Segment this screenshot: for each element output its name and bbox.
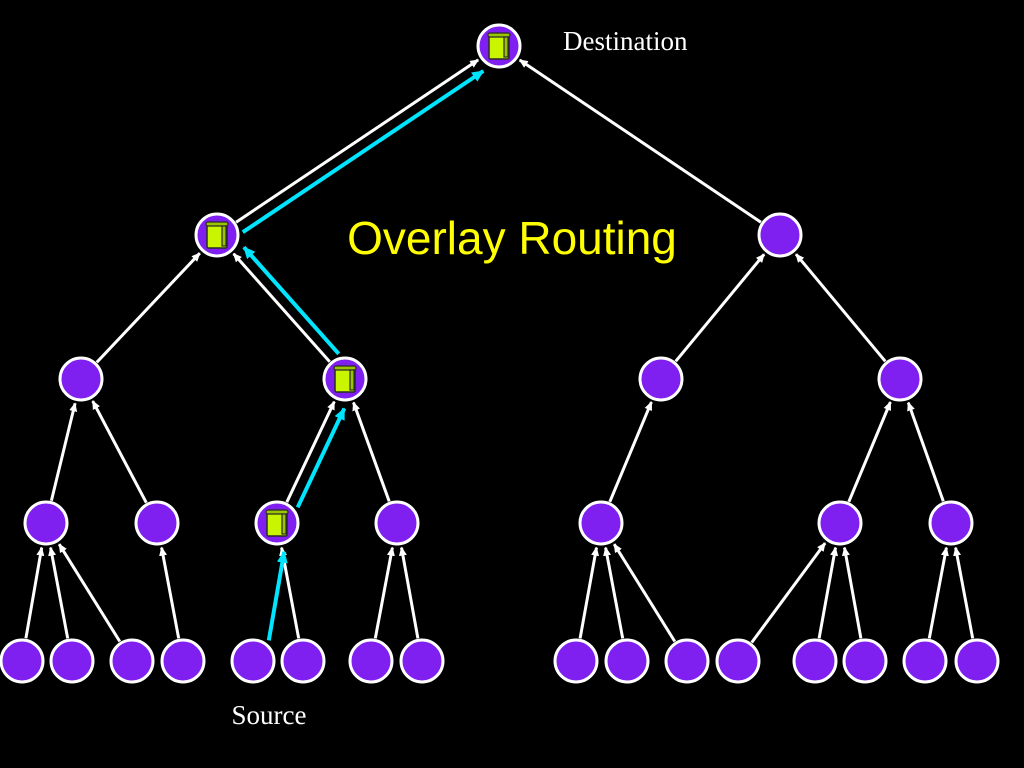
node-circle xyxy=(877,356,923,402)
tree-edge-leaf-11-to-l3-e xyxy=(612,543,677,643)
node-circle xyxy=(817,500,863,546)
node-l3-d xyxy=(374,500,420,546)
node-leaf-8 xyxy=(399,638,445,684)
node-circle xyxy=(49,638,95,684)
node-root xyxy=(476,23,522,69)
tree-edge-l1-left-to-root xyxy=(235,58,480,224)
tree-edge-leaf-14-to-l3-f xyxy=(841,546,863,639)
node-leaf-3 xyxy=(109,638,155,684)
route-hop-1 xyxy=(266,550,288,641)
node-l1-left xyxy=(194,212,240,258)
tree-edge-leaf-9-to-l3-e xyxy=(578,546,600,639)
node-circle xyxy=(757,212,803,258)
node-leaf-2 xyxy=(49,638,95,684)
tree-edge-leaf-15-to-l3-g xyxy=(927,546,949,639)
node-leaf-6 xyxy=(280,638,326,684)
node-circle xyxy=(280,638,326,684)
node-circle xyxy=(902,638,948,684)
diagram-title: Overlay Routing xyxy=(347,212,677,264)
tree-edge-l3-g-to-l2-d xyxy=(906,401,945,502)
node-circle xyxy=(160,638,206,684)
node-leaf-4 xyxy=(160,638,206,684)
node-leaf-15 xyxy=(902,638,948,684)
tree-edge-leaf-12-to-l3-f xyxy=(750,542,827,644)
tree-edge-leaf-3-to-l3-a xyxy=(57,543,122,643)
node-circle xyxy=(954,638,1000,684)
tree-edge-l2-c-to-l1-right xyxy=(674,253,766,363)
node-l1-right xyxy=(757,212,803,258)
node-leaf-5 xyxy=(230,638,276,684)
node-leaf-12 xyxy=(715,638,761,684)
node-leaf-14 xyxy=(842,638,888,684)
routing-path xyxy=(241,69,485,641)
node-circle xyxy=(604,638,650,684)
node-circle xyxy=(374,500,420,546)
node-circle xyxy=(664,638,710,684)
route-hop-4 xyxy=(241,69,485,234)
node-l3-a xyxy=(23,500,69,546)
tree-edge-l3-a-to-l2-a xyxy=(49,402,78,502)
node-l3-b xyxy=(134,500,180,546)
source-label: Source xyxy=(232,700,307,730)
tree-edge-l3-e-to-l2-c xyxy=(608,401,653,503)
data-scroll-icon xyxy=(205,221,229,249)
node-l3-e xyxy=(578,500,624,546)
node-circle xyxy=(638,356,684,402)
tree-edge-l3-b-to-l2-a xyxy=(91,400,148,504)
route-hop-3 xyxy=(242,245,341,356)
node-circle xyxy=(715,638,761,684)
node-circle xyxy=(578,500,624,546)
node-circle xyxy=(134,500,180,546)
data-scroll-icon xyxy=(333,365,357,393)
node-l2-d xyxy=(877,356,923,402)
node-l2-c xyxy=(638,356,684,402)
node-leaf-1 xyxy=(0,638,45,684)
tree-edge-l3-d-to-l2-b xyxy=(352,401,391,502)
node-leaf-11 xyxy=(664,638,710,684)
node-circle xyxy=(928,500,974,546)
tree-edge-l2-a-to-l1-left xyxy=(95,252,201,364)
node-leaf-16 xyxy=(954,638,1000,684)
tree-edge-leaf-2-to-l3-a xyxy=(48,546,70,639)
node-circle xyxy=(0,638,45,684)
node-l3-c xyxy=(254,500,300,546)
tree-edge-l2-d-to-l1-right xyxy=(794,253,887,363)
tree-edge-l3-f-to-l2-d xyxy=(847,401,892,503)
data-scroll-icon xyxy=(265,509,289,537)
tree-edge-l1-right-to-root xyxy=(518,58,762,224)
node-l2-b xyxy=(322,356,368,402)
route-hop-2 xyxy=(295,407,347,509)
destination-label: Destination xyxy=(563,26,688,56)
node-circle xyxy=(58,356,104,402)
tree-edge-leaf-13-to-l3-f xyxy=(817,546,839,639)
node-circle xyxy=(842,638,888,684)
node-circle xyxy=(399,638,445,684)
node-leaf-13 xyxy=(792,638,838,684)
tree-edge-leaf-4-to-l3-b xyxy=(159,546,181,639)
node-circle xyxy=(109,638,155,684)
tree-edge-leaf-10-to-l3-e xyxy=(603,546,625,639)
tree-edge-l2-b-to-l1-left xyxy=(232,252,331,363)
node-leaf-7 xyxy=(348,638,394,684)
node-circle xyxy=(348,638,394,684)
tree-edge-leaf-1-to-l3-a xyxy=(24,546,45,639)
node-circle xyxy=(553,638,599,684)
tree-edge-l3-c-to-l2-b xyxy=(285,400,336,503)
data-scroll-icon xyxy=(487,32,511,60)
node-leaf-9 xyxy=(553,638,599,684)
node-l2-a xyxy=(58,356,104,402)
node-circle xyxy=(792,638,838,684)
node-l3-g xyxy=(928,500,974,546)
tree-edge-leaf-8-to-l3-d xyxy=(398,546,420,639)
tree-nodes xyxy=(0,23,1000,684)
node-circle xyxy=(23,500,69,546)
tree-edge-leaf-16-to-l3-g xyxy=(953,546,975,639)
node-circle xyxy=(230,638,276,684)
tree-edges xyxy=(24,58,975,644)
tree-edge-leaf-7-to-l3-d xyxy=(373,546,395,639)
node-leaf-10 xyxy=(604,638,650,684)
node-l3-f xyxy=(817,500,863,546)
